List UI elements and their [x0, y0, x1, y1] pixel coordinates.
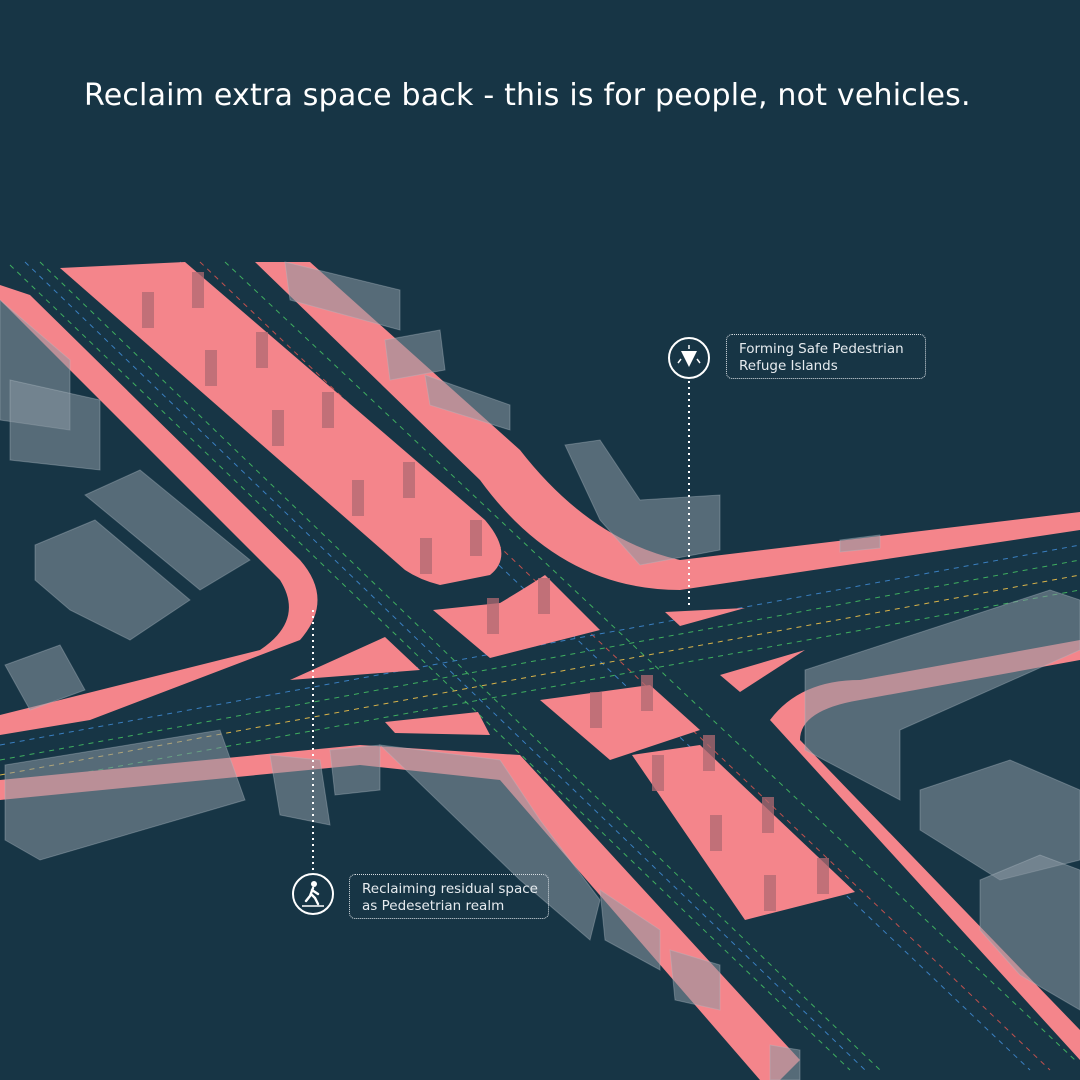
refuge-islands-callout: Forming Safe Pedestrian Refuge Islands	[726, 334, 926, 379]
buildings	[0, 261, 1080, 1080]
south-median	[632, 745, 855, 920]
refuge-callout-line2: Refuge Islands	[739, 358, 838, 374]
island-north	[433, 575, 600, 658]
island-east	[720, 650, 805, 692]
central-median-south	[540, 685, 700, 760]
refuge-callout-line1: Forming Safe Pedestrian	[739, 341, 904, 357]
lane-markings	[0, 261, 1080, 1071]
island-northeast	[665, 608, 745, 626]
residual-callout-line2: as Pedesetrian realm	[362, 898, 505, 914]
headline: Reclaim extra space back - this is for p…	[84, 78, 971, 113]
island-southwest	[385, 712, 490, 735]
refuge-island-icon	[668, 337, 710, 379]
pedestrian-icon	[292, 873, 334, 915]
island-west	[290, 637, 420, 680]
residual-callout-line1: Reclaiming residual space	[362, 881, 538, 897]
residual-space-callout: Reclaiming residual space as Pedesetrian…	[349, 874, 549, 919]
bollards	[142, 272, 829, 911]
